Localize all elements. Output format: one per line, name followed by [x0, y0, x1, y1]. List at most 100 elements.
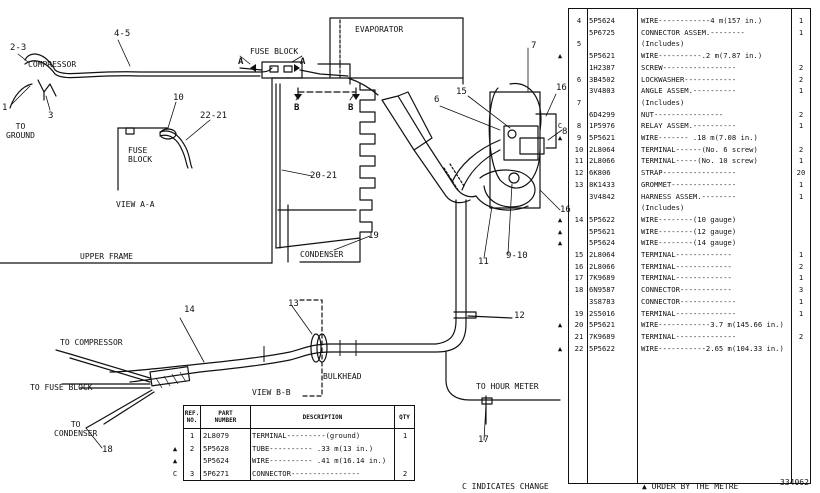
label-to-condenser: TO CONDENSER	[54, 420, 98, 438]
parts-cell-desc: RELAY ASSEM.----------	[641, 121, 737, 131]
strap-ticks	[263, 340, 357, 362]
parts-cell-desc: (Includes)	[641, 97, 685, 107]
small-table-header-ref: REF. NO.	[184, 410, 200, 424]
parts-cell-ref: 18	[574, 285, 584, 295]
parts-cell-qty: 1	[798, 273, 804, 283]
parts-cell-ref: 7	[576, 97, 582, 107]
small-cell-part: 2L8079	[203, 431, 229, 440]
connector-harness-upper	[381, 91, 501, 204]
parts-cell-desc: WIRE------------4 m(157 in.)	[641, 16, 763, 25]
small-cell-mark: ▲	[172, 443, 178, 453]
parts-cell-ref: 17	[574, 273, 584, 283]
parts-cell-part: 5P6725	[589, 27, 615, 37]
parts-cell-desc: WIRE--------(10 gauge)	[641, 214, 737, 224]
parts-cell-ref: 22	[574, 343, 584, 353]
parts-cell-mark: ▲	[557, 214, 563, 224]
upper-frame-outline	[0, 17, 464, 264]
parts-cell-qty: 1	[798, 191, 804, 201]
condenser-outline	[277, 83, 376, 263]
label-view-b: VIEW B-B	[252, 388, 291, 397]
small-cell-mark: ▲	[172, 456, 178, 465]
label-to-compressor: TO COMPRESSOR	[60, 338, 123, 347]
parts-row: ▲5P5624 WIRE--------(14 gauge)	[558, 237, 810, 248]
parts-cell-desc: TERMINAL--------------	[641, 308, 737, 318]
parts-row: 7 (Includes)	[569, 97, 810, 108]
callout-18: 18	[102, 445, 113, 455]
section-arrows	[250, 64, 360, 100]
callout-11: 11	[478, 257, 489, 267]
parts-cell-desc: STRAP-----------------	[641, 168, 737, 178]
label-compressor: COMPRESSOR	[28, 60, 77, 69]
parts-cell-ref: 21	[574, 331, 584, 341]
parts-cell-desc: WIRE----------.2 m(7.87 in.)	[641, 51, 763, 61]
parts-cell-qty: 2	[798, 62, 804, 72]
parts-cell-qty: 1	[798, 156, 804, 166]
parts-cell-ref: 4	[576, 16, 582, 25]
small-cell-desc: TERMINAL---------(ground)	[252, 431, 361, 440]
label-evaporator: EVAPORATOR	[355, 25, 404, 34]
label-upper-frame: UPPER FRAME	[80, 252, 133, 261]
label-fuse-block-top: FUSE BLOCK	[250, 47, 299, 56]
parts-cell-desc: ANGLE ASSEM.----------	[641, 86, 737, 96]
small-table-header-part: PART NUMBER	[214, 410, 237, 424]
parts-cell-mark: ▲	[557, 51, 563, 61]
parts-cell-mark: ▲	[557, 238, 563, 248]
parts-cell-mark: C	[557, 121, 563, 131]
parts-cell-ref: 13	[574, 179, 584, 189]
parts-cell-ref: 10	[574, 144, 584, 154]
small-table-header-qty: QTY	[399, 414, 410, 421]
order-note: ▲ ORDER BY THE METRE	[642, 482, 739, 491]
parts-cell-ref: 6	[576, 74, 582, 84]
strap-12	[453, 311, 477, 319]
small-cell-qty: 1	[402, 431, 408, 440]
callout-13: 13	[288, 299, 299, 309]
parts-row: 5 (Includes)	[569, 38, 810, 49]
parts-cell-qty: 1	[798, 250, 804, 259]
drawing-code: 334062	[780, 478, 809, 487]
parts-cell-part: 3V4803	[589, 86, 615, 96]
small-cell-ref: 3	[189, 468, 195, 478]
callout-17: 17	[478, 435, 489, 445]
callout-3: 3	[48, 111, 54, 121]
leader-12	[467, 315, 513, 319]
parts-cell-desc: WIRE--------(14 gauge)	[641, 238, 737, 248]
section-a-left: A	[238, 57, 244, 67]
parts-cell-part: 7K9689	[589, 273, 615, 283]
harness-end-wires	[55, 349, 191, 429]
small-cell-desc: TUBE---------- .33 m(13 in.)	[252, 443, 374, 453]
parts-cell-qty: 1	[798, 179, 804, 189]
label-bulkhead: BULKHEAD	[323, 372, 362, 381]
parts-cell-part: 1P5976	[589, 121, 615, 131]
parts-cell-qty: 1	[798, 16, 804, 25]
parts-cell-desc: CONNECTOR------------	[641, 285, 732, 295]
harness-hatch	[155, 371, 187, 389]
parts-cell-part: 8K1433	[589, 179, 615, 189]
parts-cell-ref: 19	[574, 308, 584, 318]
callout-1: 1	[2, 103, 8, 113]
parts-row: (Includes)	[569, 202, 810, 213]
parts-cell-desc: WIRE--------(12 gauge)	[641, 226, 737, 236]
parts-cell-part: 5P5621	[589, 133, 615, 142]
callout-19: 19	[368, 231, 379, 241]
label-condenser: CONDENSER	[300, 250, 344, 259]
callout-22-21: 22-21	[200, 111, 228, 121]
parts-cell-desc: TERMINAL--------------	[641, 331, 737, 341]
parts-cell-part: 6N9587	[589, 285, 615, 295]
parts-cell-part: 5P5622	[589, 214, 615, 224]
parts-row: ▲5P5621 WIRE--------(12 gauge)	[558, 226, 810, 237]
parts-cell-qty: 1	[798, 86, 804, 96]
callout-4-5: 4-5	[114, 29, 131, 39]
label-view-a: VIEW A-A	[116, 200, 155, 209]
parts-cell-qty: 1	[798, 27, 804, 37]
